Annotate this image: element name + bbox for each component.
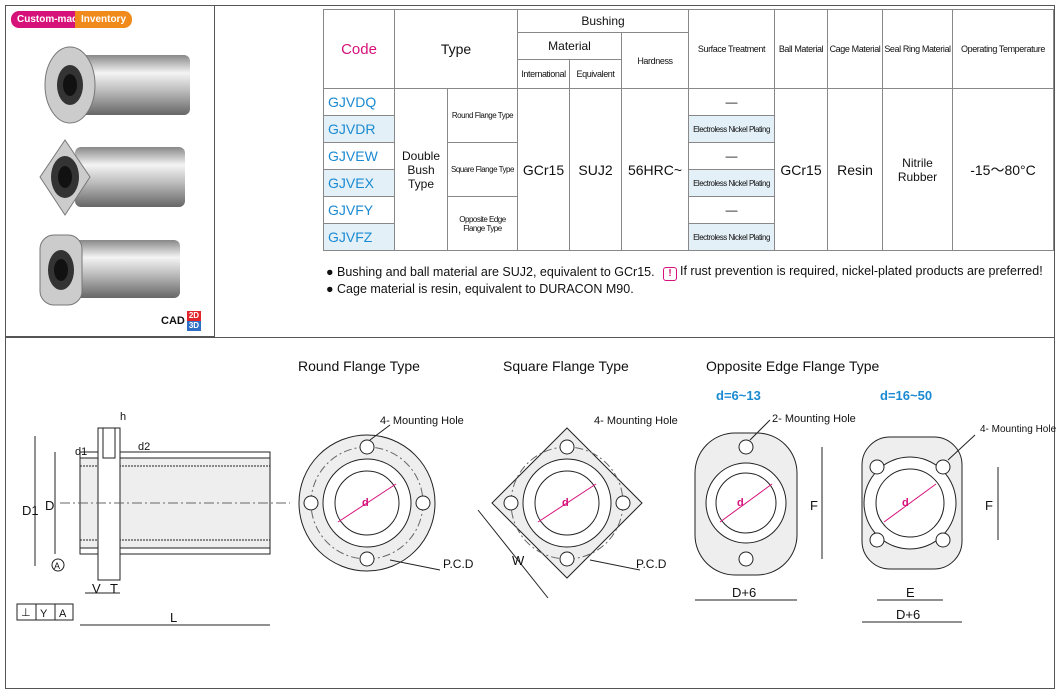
note-text: Bushing and ball material are SUJ2, equi… — [337, 265, 655, 279]
square-flange-photo — [39, 139, 185, 216]
product-photos — [39, 46, 190, 306]
round-flange-title: Round Flange Type — [298, 358, 420, 374]
dim-d-round: d — [362, 497, 369, 509]
header-temp: Operating Temperature — [952, 9, 1054, 89]
dim-d2: d2 — [138, 441, 150, 453]
note-item: ● Bushing and ball material are SUJ2, eq… — [326, 265, 655, 279]
dim-E: E — [906, 585, 915, 600]
tol-A: A — [59, 608, 67, 620]
dim-d1: d1 — [75, 446, 87, 458]
perp-symbol: ⊥ — [21, 607, 31, 619]
side-view-drawing — [34, 427, 290, 626]
page-frame — [5, 5, 1055, 689]
cad-3d-badge: 3D — [186, 321, 202, 331]
d-range-small: d=6~13 — [716, 388, 761, 403]
dim-d-square: d — [562, 497, 569, 509]
dim-D6-large: D+6 — [896, 607, 920, 622]
tol-Y: Y — [40, 608, 48, 620]
mount-hole-2: 2- Mounting Hole — [772, 413, 856, 425]
surface-nickel: Electroless Nickel Plating — [688, 223, 775, 251]
dim-W: W — [512, 553, 525, 568]
datum-A: A — [54, 561, 60, 571]
dim-F-large: F — [985, 498, 993, 513]
header-ball: Ball Material — [774, 9, 828, 89]
header-material: Material — [517, 32, 622, 60]
note-text: Cage material is resin, equivalent to DU… — [337, 282, 634, 296]
header-equivalent: Equivalent — [569, 59, 622, 89]
dim-L: L — [170, 610, 177, 625]
surface-none: — — [688, 196, 775, 224]
dim-D6-small: D+6 — [732, 585, 756, 600]
note-item: ● Cage material is resin, equivalent to … — [326, 282, 634, 296]
header-hardness: Hardness — [621, 32, 689, 89]
tolerance-box — [16, 603, 74, 621]
mount-hole-square: 4- Mounting Hole — [594, 415, 678, 427]
dim-d-opp-large: d — [902, 497, 909, 509]
code-cell[interactable]: GJVFZ — [323, 223, 395, 251]
cad-2d-badge: 2D — [186, 311, 202, 321]
dim-F-small: F — [810, 498, 818, 513]
temperature: -15～80°C — [952, 88, 1054, 251]
dim-T: T — [110, 581, 118, 596]
dim-V: V — [92, 581, 101, 596]
material-international: GCr15 — [517, 88, 570, 251]
custom-made-badge: Custom-made — [11, 11, 90, 28]
cad-label: CAD — [161, 315, 185, 327]
opposite-large-drawing — [861, 434, 999, 623]
round-flange-drawing — [298, 424, 441, 572]
inventory-badge: Inventory — [75, 11, 133, 28]
spec-table: Code Type Bushing Surface Treatment Ball… — [323, 9, 1054, 251]
mount-hole-round: 4- Mounting Hole — [380, 415, 464, 427]
dim-d-opp-small: d — [737, 497, 744, 509]
cage-material: Resin — [827, 88, 883, 251]
dim-D1: D1 — [22, 503, 39, 518]
header-international: International — [517, 59, 570, 89]
round-flange-photo — [44, 46, 190, 124]
pcd-round: P.C.D — [443, 557, 474, 571]
code-cell[interactable]: GJVDR — [323, 115, 395, 143]
flange-type-square: Square Flange Type — [447, 142, 518, 197]
notes-list: ● Bushing and ball material are SUJ2, eq… — [326, 264, 655, 298]
opposite-flange-title: Opposite Edge Flange Type — [706, 358, 880, 374]
hardness-value: 56HRC~ — [621, 88, 689, 251]
section-divider — [5, 337, 1055, 338]
d-range-large: d=16~50 — [880, 388, 933, 403]
warning-text: If rust prevention is required, nickel-p… — [680, 264, 1043, 278]
dim-h: h — [120, 411, 126, 423]
pcd-square: P.C.D — [636, 557, 667, 571]
code-cell[interactable]: GJVFY — [323, 196, 395, 224]
surface-none: — — [688, 88, 775, 116]
square-flange-drawing — [477, 427, 643, 599]
warning-icon: ! — [663, 267, 677, 281]
dim-D: D — [45, 498, 54, 513]
square-flange-title: Square Flange Type — [503, 358, 629, 374]
opposite-small-drawing — [694, 419, 823, 601]
surface-nickel: Electroless Nickel Plating — [688, 169, 775, 197]
opposite-edge-photo — [39, 234, 180, 306]
seal-material: Nitrile Rubber — [882, 88, 953, 251]
material-equivalent: SUJ2 — [569, 88, 622, 251]
header-code: Code — [323, 9, 395, 89]
type-main: Double Bush Type — [394, 88, 448, 251]
flange-type-opposite: Opposite Edge Flange Type — [447, 196, 518, 251]
code-cell[interactable]: GJVDQ — [323, 88, 395, 116]
surface-none: — — [688, 142, 775, 170]
mount-hole-4-large: 4- Mounting Hole — [980, 424, 1057, 435]
warning-note: !If rust prevention is required, nickel-… — [663, 264, 1043, 281]
